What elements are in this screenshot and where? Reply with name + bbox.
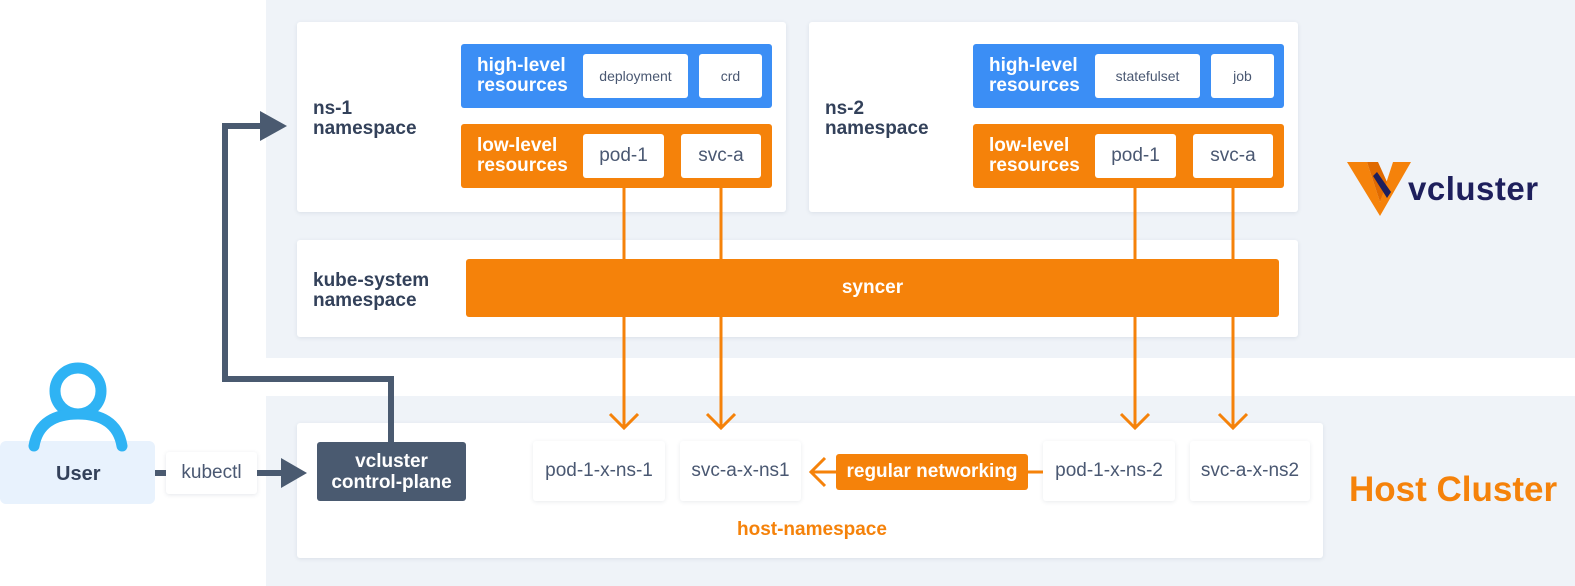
syncer-bar: syncer bbox=[466, 259, 1279, 317]
kubectl-to-cp-arrowhead bbox=[281, 458, 307, 488]
chip-deployment: deployment bbox=[583, 54, 688, 98]
ns-1-label: ns-1 namespace bbox=[313, 98, 417, 139]
vcluster-logo-text: vcluster bbox=[1408, 170, 1539, 207]
high-level-title: high-level resources bbox=[989, 55, 1080, 96]
kube-system-label: kube-system namespace bbox=[313, 270, 430, 311]
ns-2-low-level-group: low-level resources pod-1 svc-a bbox=[973, 124, 1284, 188]
chip-pod-1: pod-1 bbox=[583, 134, 664, 178]
user-box bbox=[0, 441, 155, 504]
sync-arrowhead-4 bbox=[1217, 412, 1249, 431]
control-plane-to-ns1-line bbox=[222, 123, 394, 442]
low-level-title: low-level resources bbox=[477, 135, 568, 176]
ns-1-card: ns-1 namespace high-level resources depl… bbox=[297, 22, 786, 212]
ns-2-card: ns-2 namespace high-level resources stat… bbox=[809, 22, 1298, 212]
user-icon bbox=[28, 362, 128, 452]
host-namespace-label: host-namespace bbox=[737, 519, 887, 540]
control-plane-to-ns1-arrowhead bbox=[260, 111, 287, 141]
sync-arrowhead-1 bbox=[608, 412, 640, 431]
host-svc-a-x-ns2: svc-a-x-ns2 bbox=[1190, 441, 1310, 501]
chip-svc-a: svc-a bbox=[1193, 134, 1273, 178]
vcluster-logo-icon bbox=[1347, 162, 1411, 216]
host-cluster-title: Host Cluster bbox=[1349, 470, 1558, 509]
chip-statefulset: statefulset bbox=[1095, 54, 1200, 98]
regular-networking-label: regular networking bbox=[836, 454, 1028, 490]
ns-2-high-level-group: high-level resources statefulset job bbox=[973, 44, 1284, 108]
high-level-title: high-level resources bbox=[477, 55, 568, 96]
sync-arrowhead-3 bbox=[1119, 412, 1151, 431]
kubectl-label: kubectl bbox=[166, 452, 257, 494]
sync-arrowhead-2 bbox=[705, 412, 737, 431]
vcluster-control-plane[interactable]: vcluster control-plane bbox=[317, 442, 466, 501]
user-label: User bbox=[56, 463, 101, 485]
ns-2-label: ns-2 namespace bbox=[825, 98, 929, 139]
chip-svc-a: svc-a bbox=[681, 134, 761, 178]
host-pod-1-x-ns-2: pod-1-x-ns-2 bbox=[1043, 441, 1175, 501]
chip-job: job bbox=[1211, 54, 1274, 98]
low-level-title: low-level resources bbox=[989, 135, 1080, 176]
host-pod-1-x-ns-1: pod-1-x-ns-1 bbox=[533, 441, 665, 501]
chip-pod-1: pod-1 bbox=[1095, 134, 1176, 178]
chip-crd: crd bbox=[699, 54, 762, 98]
regular-networking-arrowhead bbox=[808, 456, 827, 488]
ns-1-high-level-group: high-level resources deployment crd bbox=[461, 44, 772, 108]
host-svc-a-x-ns1: svc-a-x-ns1 bbox=[680, 441, 801, 501]
ns-1-low-level-group: low-level resources pod-1 svc-a bbox=[461, 124, 772, 188]
